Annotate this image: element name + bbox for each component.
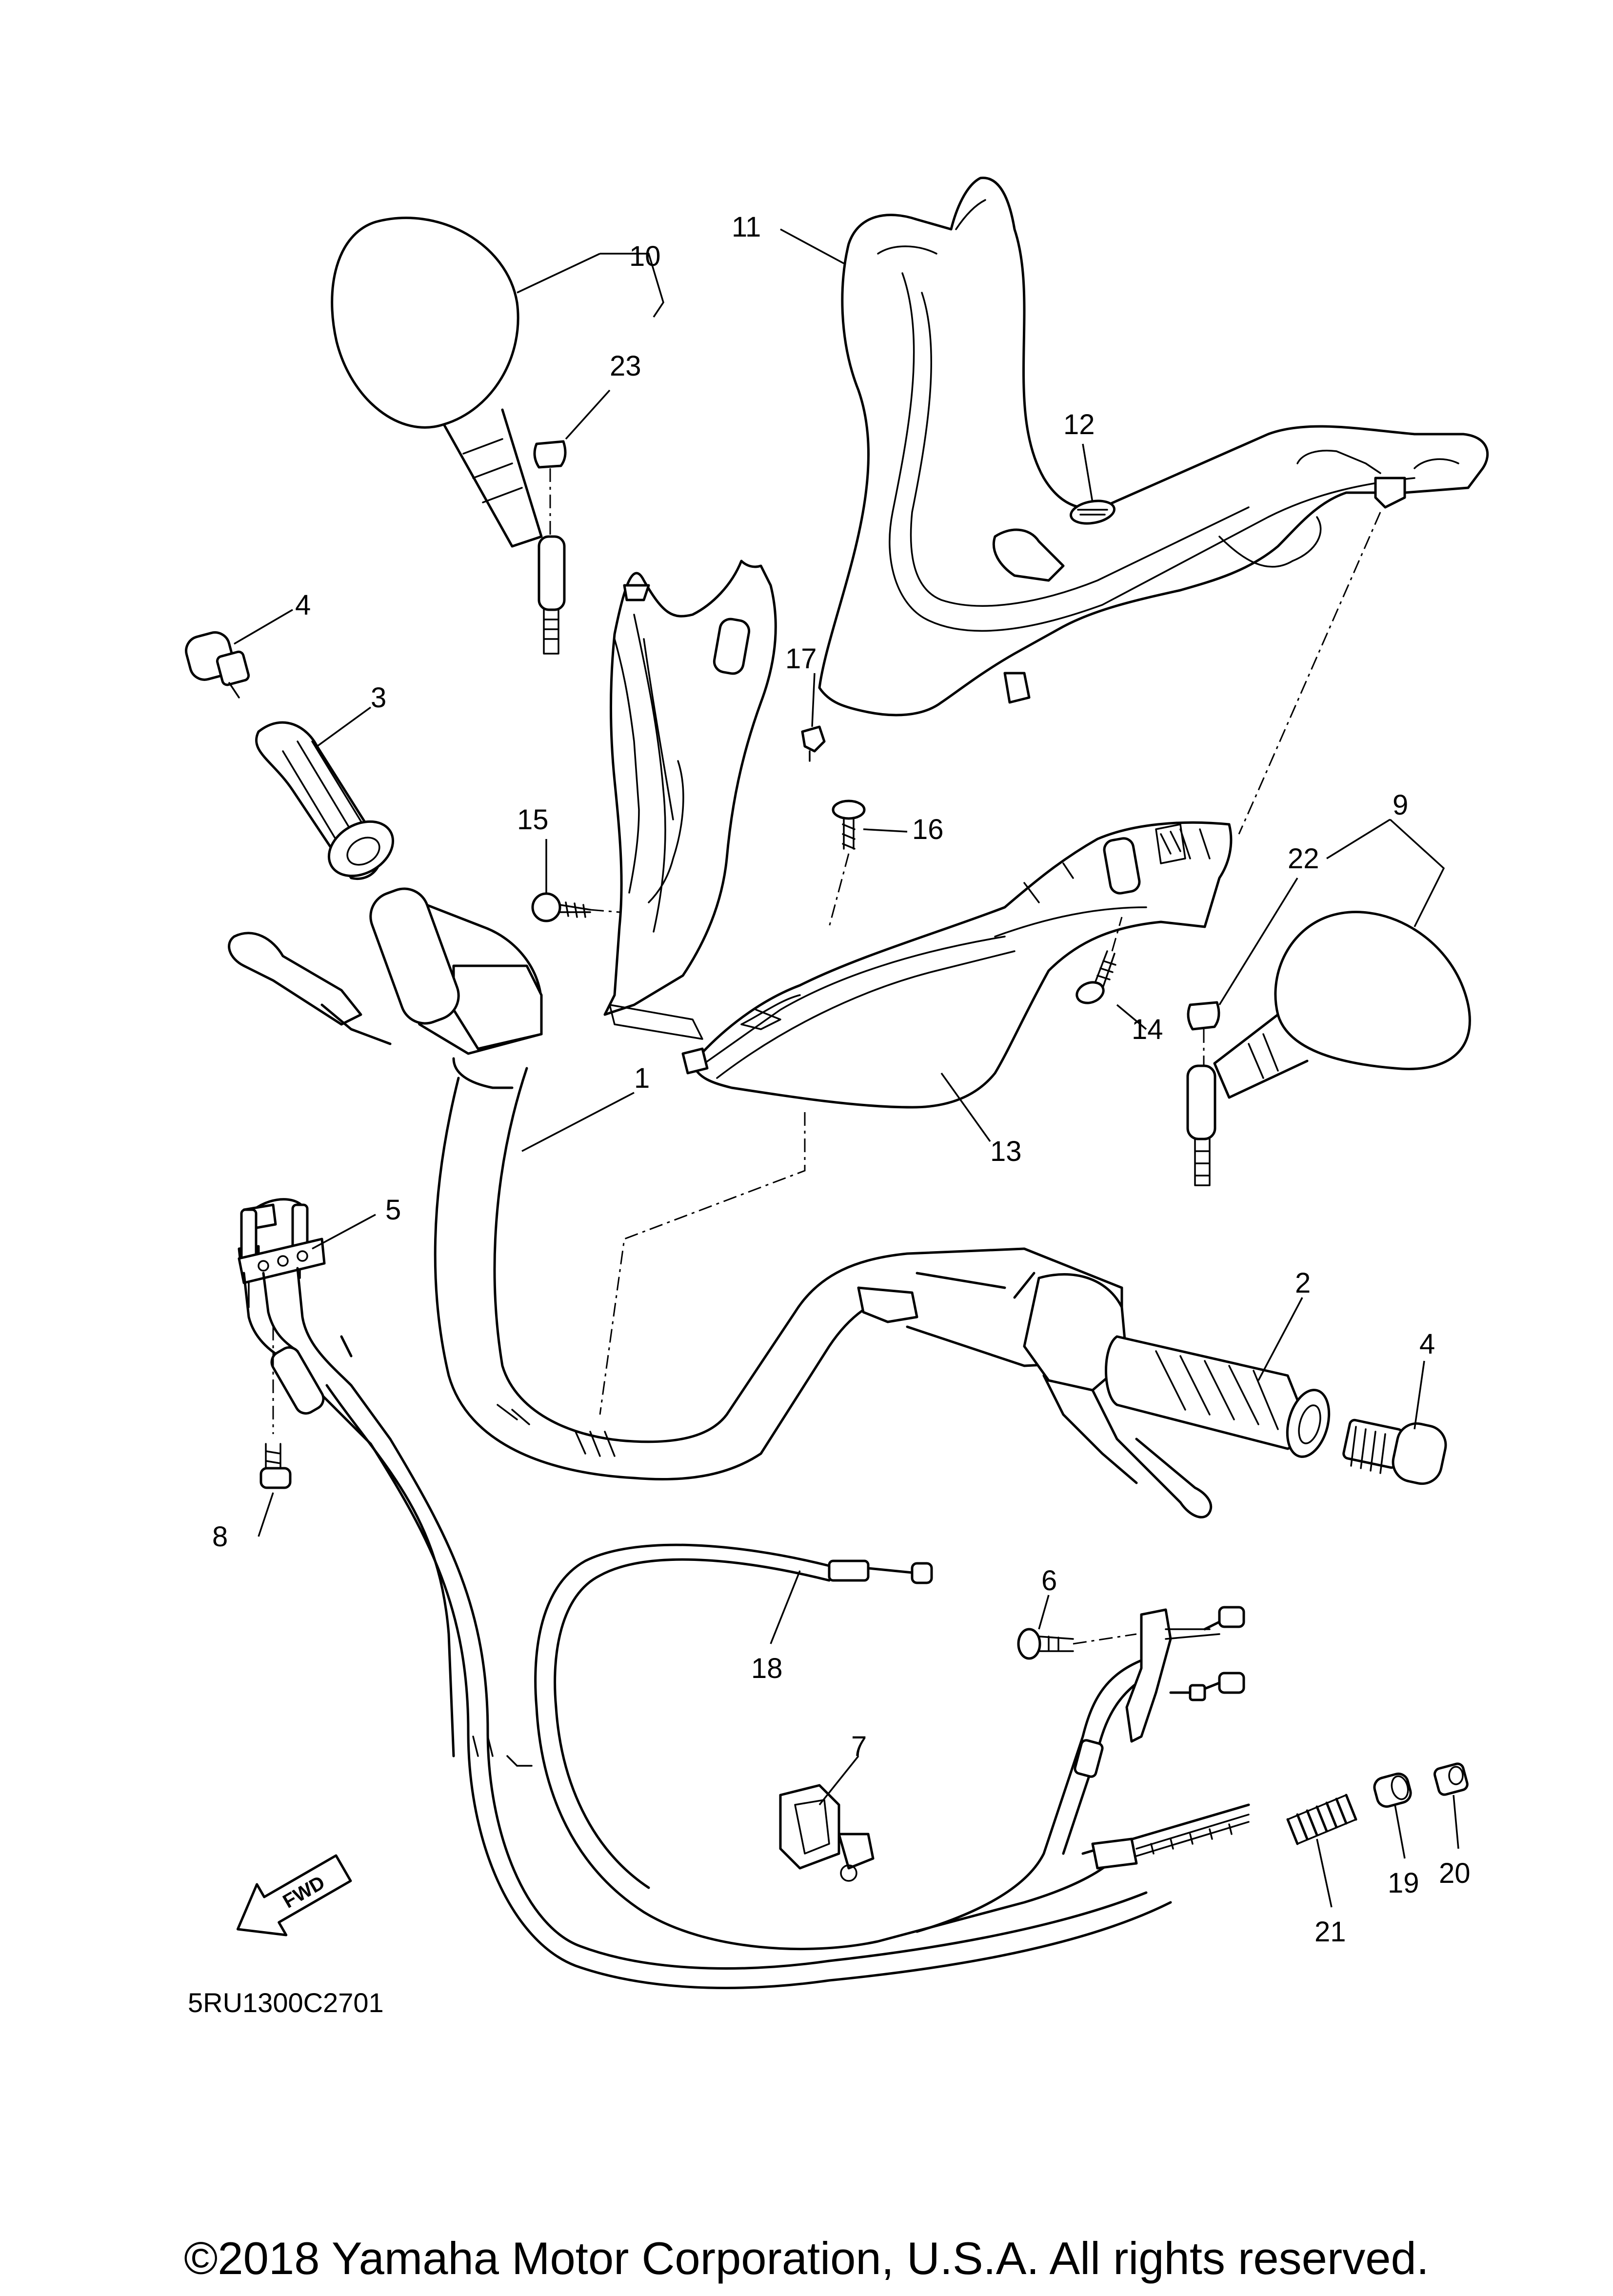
callout-23: 23 [610, 350, 641, 382]
right-mirror [1186, 911, 1471, 1186]
callout-2: 2 [1295, 1267, 1311, 1299]
part-19 [1373, 1772, 1412, 1808]
mirror-cap-22 [1187, 1001, 1220, 1066]
left-grip [255, 721, 395, 880]
callout-20: 20 [1439, 1857, 1471, 1889]
handle-cover-rear [681, 821, 1233, 1109]
callout-12: 12 [1063, 409, 1095, 440]
leader-lines [234, 228, 1459, 1908]
callout-13: 13 [990, 1136, 1022, 1167]
screw-14 [1075, 917, 1123, 1004]
clip-17 [801, 725, 826, 762]
callout-19: 19 [1388, 1867, 1419, 1899]
diagram-code: 5RU1300C2701 [188, 1987, 384, 2018]
handlebar [228, 887, 1213, 1518]
callout-6: 6 [1041, 1565, 1057, 1597]
callout-7: 7 [851, 1731, 867, 1762]
clamp-7 [779, 1784, 875, 1882]
callouts: 10 23 11 12 4 3 17 16 15 9 22 14 13 1 5 … [212, 211, 1471, 1948]
callout-4-left: 4 [295, 589, 311, 621]
right-grip [1105, 1335, 1331, 1458]
callout-16: 16 [912, 814, 944, 845]
screw-16 [828, 799, 866, 927]
callout-8: 8 [212, 1521, 228, 1553]
callout-5: 5 [385, 1194, 401, 1226]
side-cover [603, 559, 777, 1040]
callout-9: 9 [1393, 789, 1408, 821]
screw-15 [531, 892, 620, 922]
callout-17: 17 [785, 643, 817, 675]
fwd-arrow: FWD [236, 1854, 352, 1937]
grip-end-left [185, 631, 250, 699]
callout-3: 3 [371, 682, 386, 714]
callout-10: 10 [629, 240, 661, 272]
handle-cover-front [818, 177, 1489, 717]
callout-15: 15 [517, 804, 549, 836]
callout-4-right: 4 [1419, 1328, 1435, 1360]
part-20 [1433, 1762, 1469, 1796]
copyright-notice: ©2018 Yamaha Motor Corporation, U.S.A. A… [184, 2233, 1429, 2284]
callout-18: 18 [751, 1653, 783, 1684]
throttle-cables [238, 1198, 1250, 1989]
spring-21 [1286, 1794, 1357, 1845]
callout-22: 22 [1288, 843, 1319, 875]
callout-1: 1 [634, 1062, 650, 1094]
callout-14: 14 [1132, 1014, 1163, 1045]
grip-end-right [1342, 1418, 1447, 1485]
bolt-8 [259, 1327, 292, 1489]
callout-21: 21 [1314, 1916, 1346, 1948]
left-mirror [331, 217, 566, 655]
callout-11: 11 [732, 211, 761, 243]
grommet-12 [1070, 499, 1115, 525]
mirror-cap-23 [533, 440, 567, 537]
cable-holder-6 [1017, 1606, 1245, 1743]
